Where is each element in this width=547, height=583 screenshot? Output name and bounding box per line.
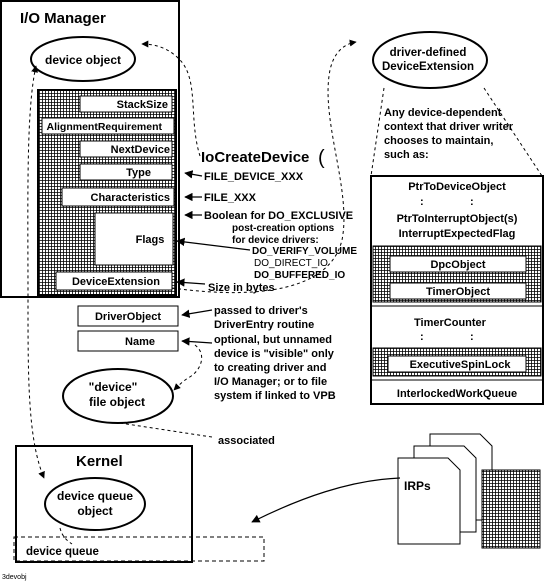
field-nextdevice-box xyxy=(79,140,173,158)
io-manager-box xyxy=(0,0,180,298)
field-alignment: AlignmentRequirement xyxy=(46,121,162,133)
ext-ptr-to-interrupt-object: PtrToInterruptObject(s) xyxy=(397,213,518,225)
note-name-4: I/O Manager; or to file xyxy=(214,376,327,388)
field-type-box xyxy=(79,163,173,181)
device-object-label: device object xyxy=(45,53,121,67)
file-object-label-1: "device" xyxy=(89,380,138,394)
device-queue-label: device queue xyxy=(26,546,99,558)
field-driverobject-box xyxy=(77,305,179,327)
kernel-title: Kernel xyxy=(76,453,123,470)
field-stacksize: StackSize xyxy=(117,99,168,111)
footer-tag: 3devobj xyxy=(2,574,27,581)
opt-do-verify-volume: DO_VERIFY_VOLUME xyxy=(252,246,357,257)
irp-stack-slab xyxy=(481,469,541,549)
field-nextdevice: NextDevice xyxy=(111,144,170,156)
extension-desc-1: Any device-dependent xyxy=(384,107,502,119)
note-driver-entry-1: passed to driver's xyxy=(214,305,308,317)
link-create-to-device-object xyxy=(141,40,201,157)
field-deviceextension: DeviceExtension xyxy=(72,276,160,288)
arrow-driver-entry xyxy=(181,309,213,318)
arg-size-in-bytes: Size in bytes xyxy=(208,282,275,294)
ext-ellipsis-1a: : xyxy=(420,196,424,208)
opt-do-direct-io: DO_DIRECT_IO xyxy=(254,258,328,269)
ext-ptr-to-device-object: PtrToDeviceObject xyxy=(408,181,506,193)
field-name-box xyxy=(77,330,179,352)
irps-label: IRPs xyxy=(404,479,431,493)
arg-file-device-xxx: FILE_DEVICE_XXX xyxy=(204,171,304,183)
note-name-3: to creating driver and xyxy=(214,362,326,374)
field-flags: Flags xyxy=(136,234,165,246)
field-name: Name xyxy=(125,336,155,348)
ext-ellipsis-1b: : xyxy=(470,196,474,208)
arrow-flags xyxy=(176,237,251,251)
post-creation-line-2: for device drivers: xyxy=(232,235,319,246)
field-stacksize-box xyxy=(79,95,173,113)
ext-executive-spin-lock: ExecutiveSpinLock xyxy=(410,359,512,371)
extension-title-2: DeviceExtension xyxy=(382,61,474,73)
io-create-device-call: IoCreateDevice xyxy=(201,149,309,166)
ext-ellipsis-2b: : xyxy=(470,331,474,343)
note-name-5: system if linked to VPB xyxy=(214,390,336,402)
link-queue-object-to-queue xyxy=(59,527,73,545)
arrow-type xyxy=(184,170,203,179)
field-flags-box xyxy=(94,212,174,266)
arrow-name-note xyxy=(181,337,213,346)
arrow-size-in-bytes xyxy=(176,278,206,287)
ext-timer-counter: TimerCounter xyxy=(414,317,487,329)
device-queue-object-2: object xyxy=(77,504,112,518)
extension-ellipse xyxy=(372,31,488,89)
link-device-object-to-queue xyxy=(27,65,45,479)
file-object-label-2: file object xyxy=(89,395,145,409)
device-queue-object-ellipse xyxy=(44,477,146,531)
ext-interlocked-work-queue: InterlockedWorkQueue xyxy=(397,388,517,400)
field-deviceextension-box xyxy=(55,271,173,291)
note-name-1: optional, but unnamed xyxy=(214,334,332,346)
link-device-extension xyxy=(171,39,357,294)
extension-desc-4: such as: xyxy=(384,149,429,161)
ext-dpc-object-box xyxy=(389,255,527,273)
io-manager-title: I/O Manager xyxy=(20,10,106,27)
opt-do-buffered-io: DO_BUFFERED_IO xyxy=(254,270,345,281)
device-object-ellipse xyxy=(30,36,136,82)
ext-interrupt-expected-flag: InterruptExpectedFlag xyxy=(399,228,516,240)
file-object-ellipse xyxy=(62,368,174,424)
field-characteristics-box xyxy=(61,187,175,207)
extension-desc-2: context that driver writer xyxy=(384,121,514,133)
ext-timer-object-box xyxy=(389,282,527,300)
link-name-to-file-object xyxy=(173,344,203,391)
irp-page-front xyxy=(397,457,461,545)
extension-desc-3: chooses to maintain, xyxy=(384,135,493,147)
field-type: Type xyxy=(126,167,151,179)
note-associated: associated xyxy=(218,435,275,447)
field-driverobject: DriverObject xyxy=(95,311,161,323)
extension-title-1: driver-defined xyxy=(390,47,467,59)
ext-ellipsis-2a: : xyxy=(420,331,424,343)
field-characteristics: Characteristics xyxy=(91,192,171,204)
device-queue-box xyxy=(13,536,265,562)
irp-stack xyxy=(397,433,541,549)
link-irps-to-queue xyxy=(251,477,401,523)
io-create-device-paren: ( xyxy=(318,147,325,169)
ext-dpc-object: DpcObject xyxy=(430,259,485,271)
extension-bracket-left xyxy=(370,87,385,177)
note-driver-entry-2: DriverEntry routine xyxy=(214,319,314,331)
device-queue-object-1: device queue xyxy=(57,489,133,503)
ext-timer-object: TimerObject xyxy=(426,286,490,298)
kernel-box xyxy=(15,445,193,563)
arg-file-xxx: FILE_XXX xyxy=(204,192,257,204)
arg-boolean-exclusive: Boolean for DO_EXCLUSIVE xyxy=(204,210,353,222)
post-creation-line-1: post-creation options xyxy=(232,223,335,234)
ext-spinlock-box xyxy=(387,355,527,373)
note-name-2: device is "visible" only xyxy=(214,348,335,360)
link-associated xyxy=(119,422,213,438)
